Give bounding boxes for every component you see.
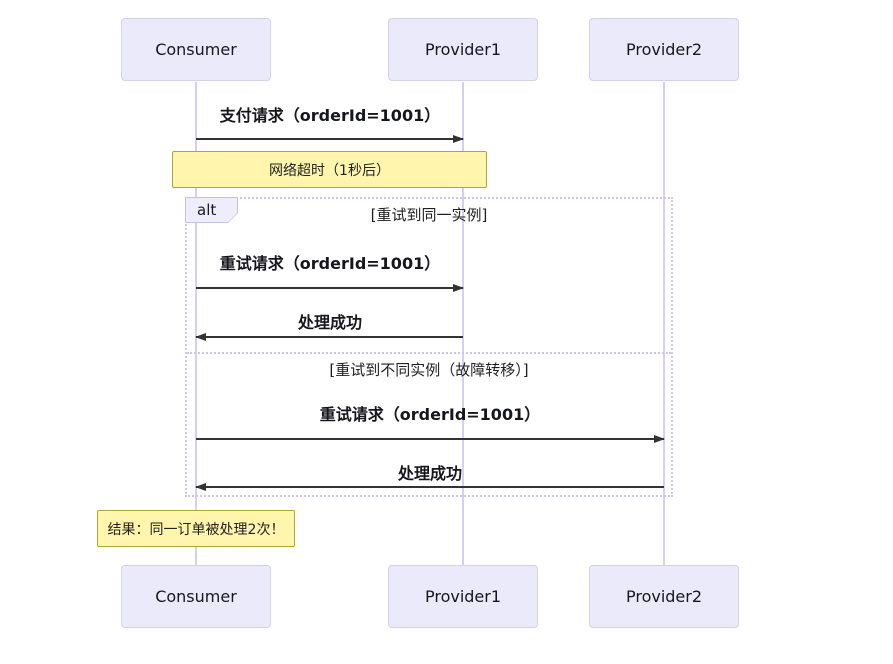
message-arrow-payment-request (196, 135, 464, 143)
participant-label: Consumer (155, 40, 237, 59)
alt-condition-2: [重试到不同实例（故障转移）] (329, 361, 529, 379)
message-label-retry-same: 重试请求（orderId=1001） (219, 254, 441, 273)
participant-label: Provider1 (424, 587, 502, 606)
participant-consumer-bottom: Consumer (121, 565, 271, 628)
note-text: 网络超时（1秒后） (269, 162, 390, 179)
message-label-payment-request: 支付请求（orderId=1001） (219, 106, 441, 125)
alt-else-divider (187, 352, 671, 354)
participant-provider2-top: Provider2 (589, 18, 739, 81)
message-label-success-1: 处理成功 (297, 313, 363, 332)
participant-provider1-top: Provider1 (388, 18, 538, 81)
note-text: 结果：同一订单被处理2次！ (107, 521, 285, 538)
participant-label: Provider2 (625, 587, 703, 606)
alt-keyword-tab: alt (185, 197, 238, 223)
note-result: 结果：同一订单被处理2次！ (97, 510, 295, 547)
participant-label: Provider1 (424, 40, 502, 59)
participant-provider2-bottom: Provider2 (589, 565, 739, 628)
message-arrow-success-1 (195, 333, 463, 341)
lifeline-consumer (195, 82, 197, 565)
participant-label: Provider2 (625, 40, 703, 59)
note-network-timeout: 网络超时（1秒后） (172, 151, 487, 188)
participant-provider1-bottom: Provider1 (388, 565, 538, 628)
alt-keyword-label: alt (186, 198, 237, 222)
lifeline-provider2 (663, 82, 665, 565)
participant-consumer-top: Consumer (121, 18, 271, 81)
alt-condition-1: [重试到同一实例] (370, 206, 488, 224)
message-arrow-retry-same (196, 284, 464, 292)
message-label-retry-failover: 重试请求（orderId=1001） (319, 405, 541, 424)
lifeline-provider1 (462, 82, 464, 565)
message-arrow-retry-failover (196, 435, 665, 443)
message-label-success-2: 处理成功 (397, 464, 463, 483)
participant-label: Consumer (155, 587, 237, 606)
message-arrow-success-2 (195, 483, 664, 491)
alt-frame: alt [重试到同一实例] [重试到不同实例（故障转移）] (185, 197, 673, 497)
